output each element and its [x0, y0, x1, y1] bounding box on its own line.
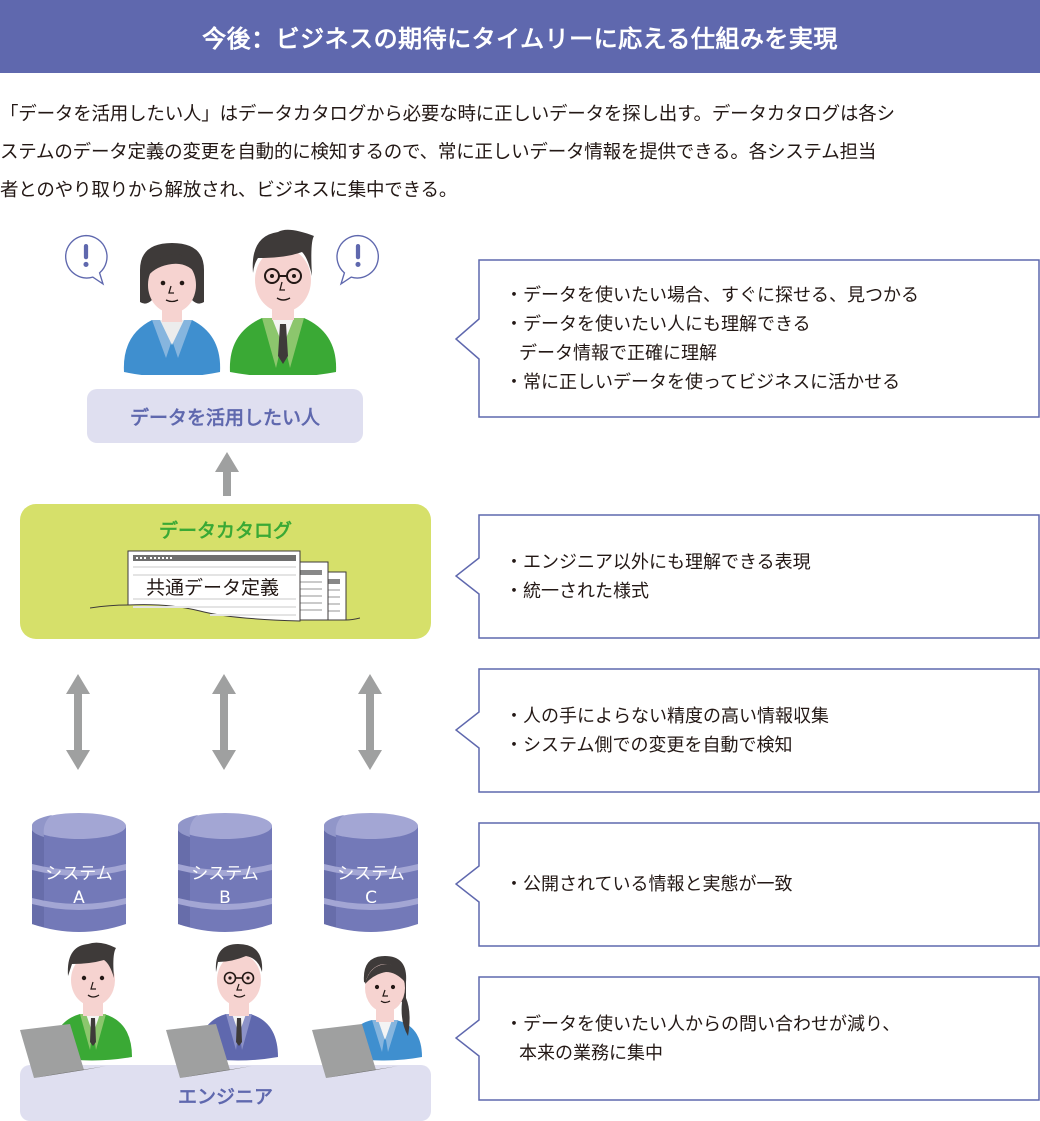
callout-collection: ・人の手によらない精度の高い情報収集 ・システム側での変更を自動で検知 [455, 668, 1040, 793]
page-title: 今後：ビジネスの期待にタイムリーに応える仕組みを実現 [202, 25, 838, 53]
data-users-label: データを活用したい人 [87, 389, 363, 443]
system-name: システム [45, 864, 113, 884]
system-letter: B [219, 888, 231, 908]
callout-frame [455, 514, 1040, 639]
callout-line: ・公開されている情報と実態が一致 [505, 874, 793, 895]
callout-frame [455, 976, 1040, 1101]
callout-line: ・エンジニア以外にも理解できる表現 [505, 552, 811, 573]
engineer-man-glasses-illustration [166, 944, 278, 1078]
callout-line: ・人の手によらない精度の高い情報収集 [505, 706, 829, 727]
document-stack-icon [90, 550, 360, 622]
database-icon [31, 813, 126, 932]
database-icon [323, 813, 418, 932]
callout-line: ・常に正しいデータを使ってビジネスに活かせる [505, 372, 901, 393]
engineer-man-green-illustration [20, 942, 132, 1078]
callout-line: ・システム側での変更を自動で検知 [505, 735, 793, 756]
woman-user-illustration [123, 243, 221, 375]
callout-line: データ情報で正確に理解 [519, 343, 717, 364]
data-users-label-text: データを活用したい人 [129, 406, 320, 429]
callout-data-users: ・データを使いたい場合、すぐに探せる、見つかる ・データを使いたい人にも理解でき… [455, 259, 1040, 418]
intro-paragraph: 「データを活用したい人」はデータカタログから必要な時に正しいデータを探し出す。デ… [0, 96, 1040, 210]
up-arrow-icon [215, 452, 239, 496]
database-icon [177, 813, 272, 932]
intro-line: ステムのデータ定義の変更を自動的に検知するので、常に正しいデータ情報を提供できる… [0, 142, 877, 163]
man-user-illustration [229, 229, 337, 375]
callout-line: ・データを使いたい場合、すぐに探せる、見つかる [505, 285, 919, 306]
callout-frame [455, 822, 1040, 947]
system-a-database: システム A [31, 812, 126, 941]
system-letter: C [365, 888, 377, 908]
exclamation-speech-bubble-icon [336, 234, 379, 286]
intro-line: 「データを活用したい人」はデータカタログから必要な時に正しいデータを探し出す。デ… [0, 104, 895, 125]
data-catalog-title: データカタログ [158, 520, 292, 542]
callout-data-catalog: ・エンジニア以外にも理解できる表現 ・統一された様式 [455, 514, 1040, 639]
header-banner: 今後：ビジネスの期待にタイムリーに応える仕組みを実現 [0, 0, 1040, 73]
callout-frame [455, 668, 1040, 793]
bidirectional-arrow-icon [358, 674, 382, 770]
system-b-database: システム B [177, 812, 272, 941]
bidirectional-arrow-icon [212, 674, 236, 770]
engineer-woman-illustration [312, 956, 422, 1078]
intro-line: 者とのやり取りから解放され、ビジネスに集中できる。 [0, 180, 458, 201]
system-letter: A [73, 888, 85, 908]
system-c-database: システム C [323, 812, 418, 941]
engineers-label-text: エンジニア [177, 1085, 273, 1108]
callout-engineers: ・データを使いたい人からの問い合わせが減り、 本来の業務に集中 [455, 976, 1040, 1101]
callout-systems: ・公開されている情報と実態が一致 [455, 822, 1040, 947]
callout-line: ・データを使いたい人からの問い合わせが減り、 [505, 1014, 901, 1035]
system-name: システム [337, 864, 405, 884]
exclamation-speech-bubble-icon [65, 234, 108, 286]
system-name: システム [191, 864, 259, 884]
callout-line: ・データを使いたい人にも理解できる [505, 314, 811, 335]
callout-frame [455, 259, 1040, 418]
common-data-definition-text: 共通データ定義 [146, 577, 280, 599]
callout-line: 本来の業務に集中 [519, 1043, 663, 1064]
bidirectional-arrow-icon [66, 674, 90, 770]
engineers-label: エンジニア [20, 1065, 431, 1121]
callout-line: ・統一された様式 [505, 581, 649, 602]
